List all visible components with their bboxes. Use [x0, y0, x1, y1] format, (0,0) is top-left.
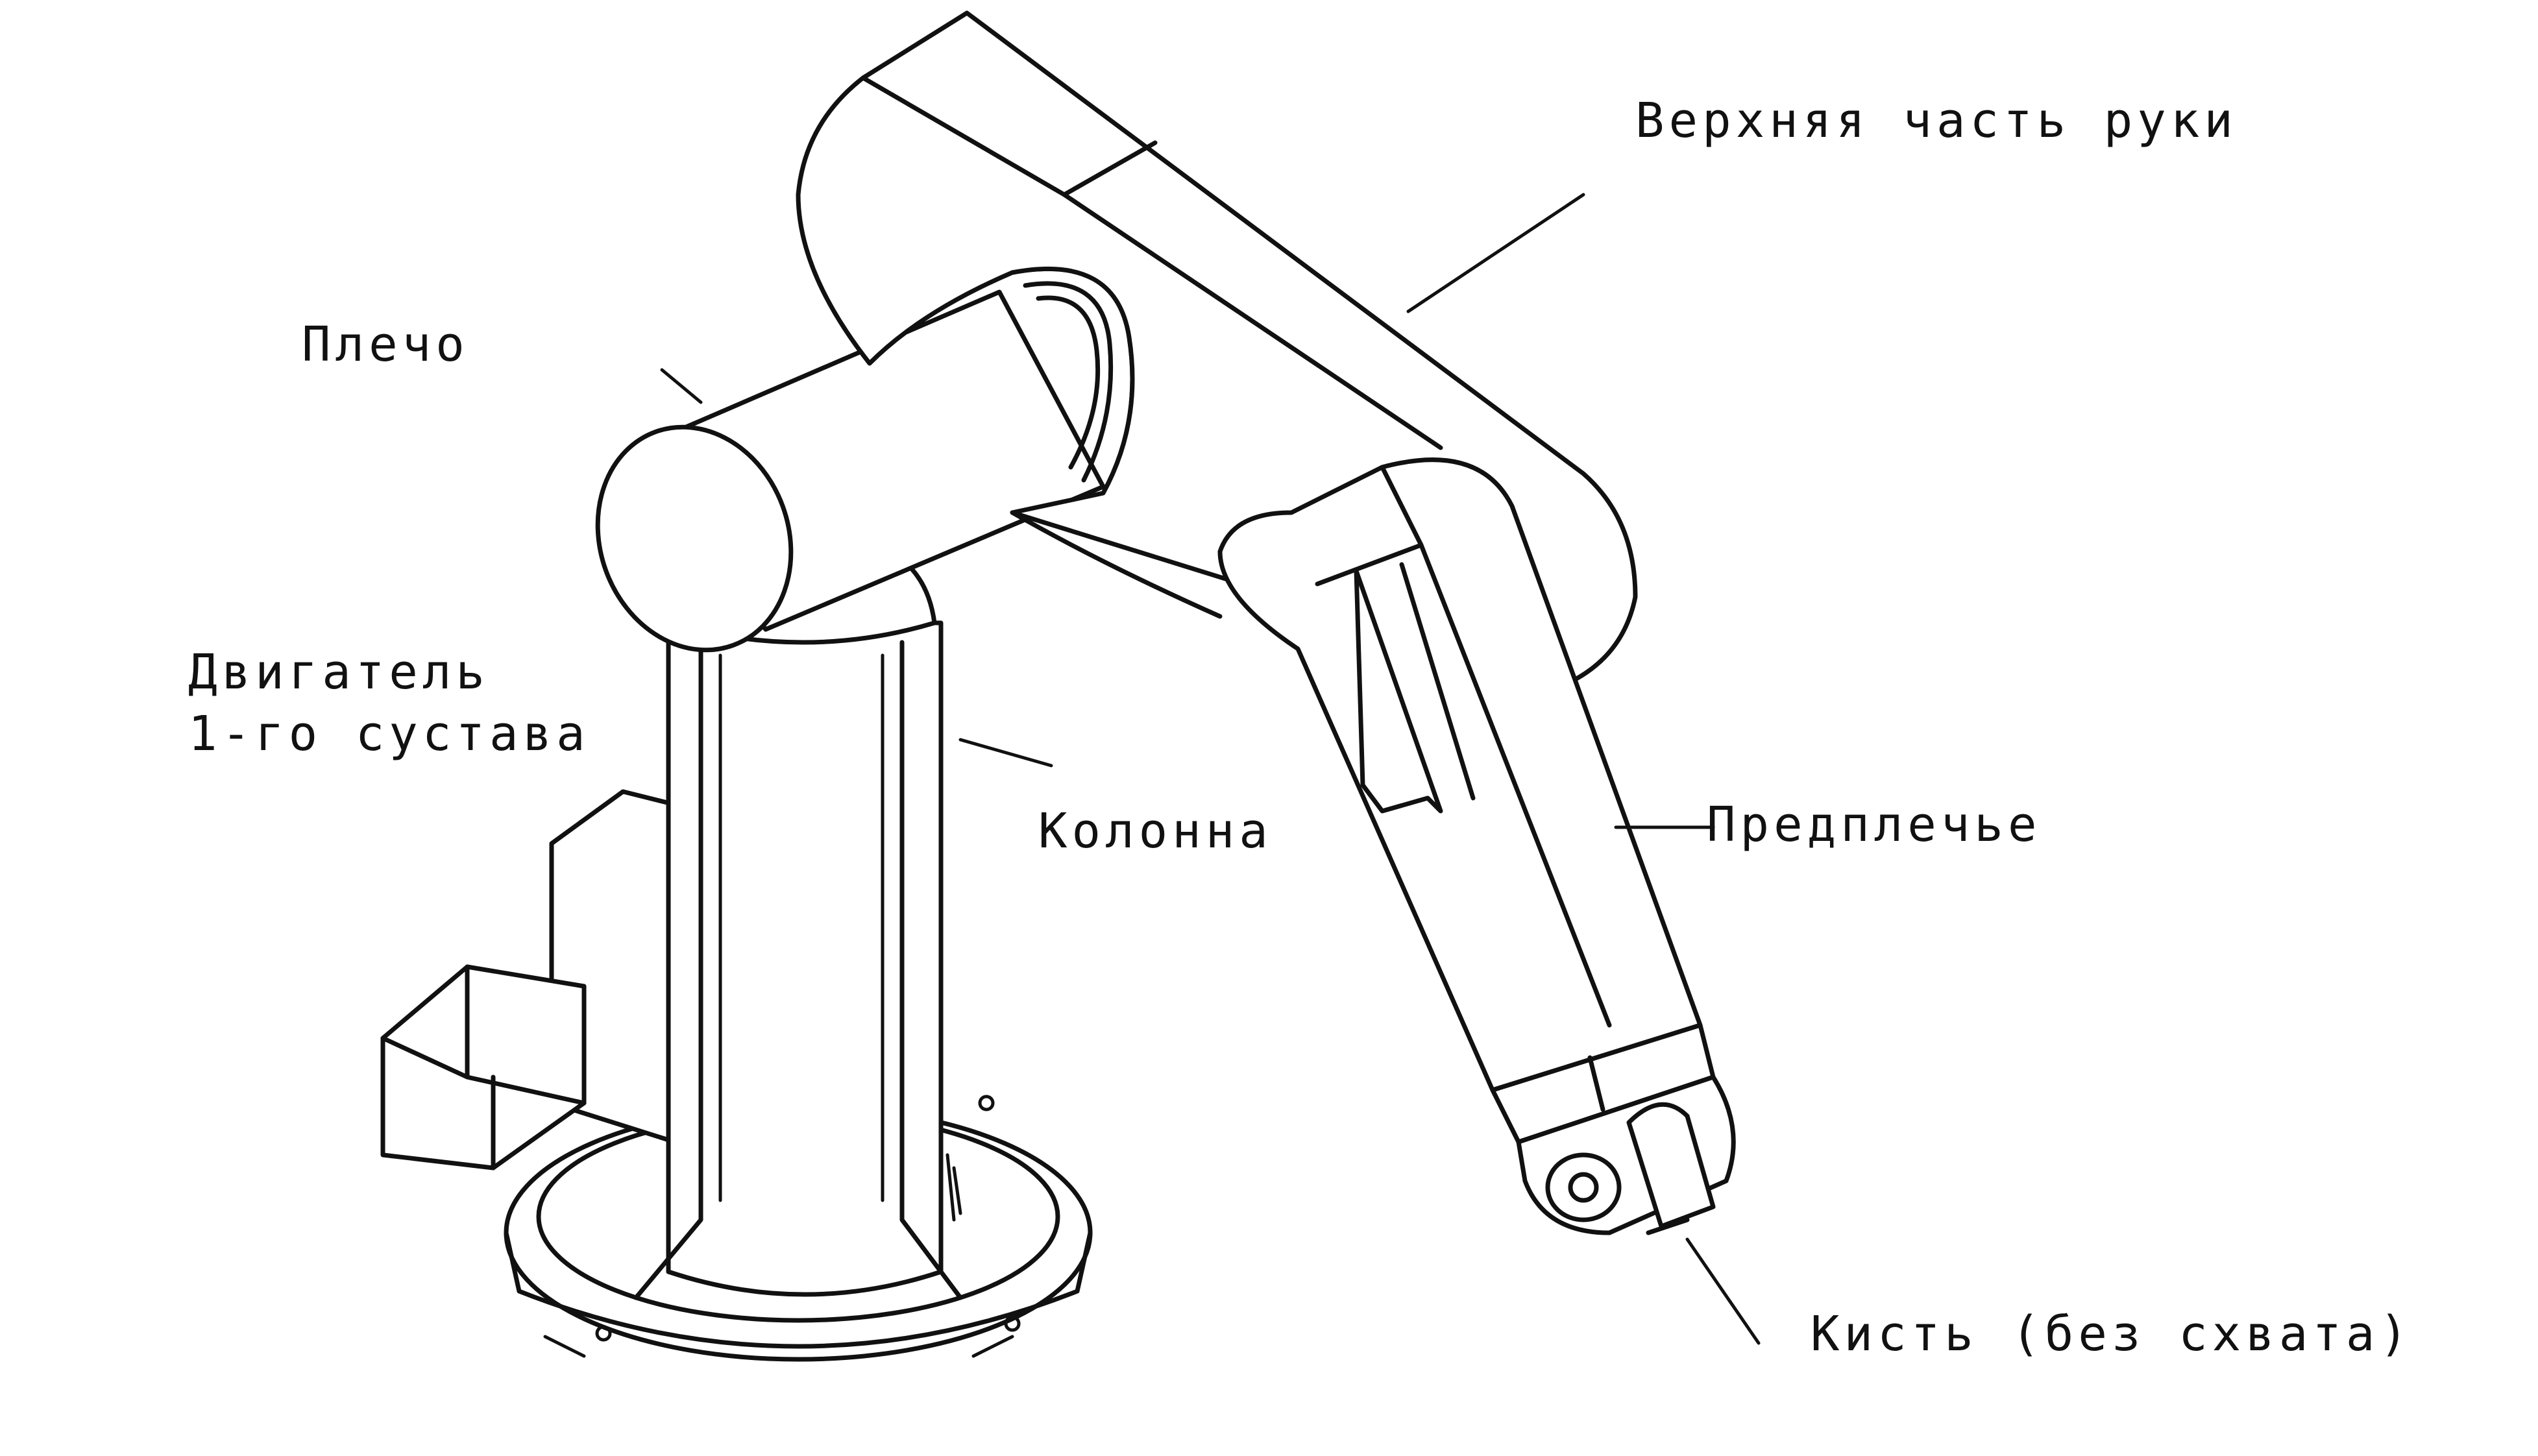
leader-shoulder [660, 368, 703, 404]
column [633, 620, 963, 1300]
leader-upper-arm [1406, 193, 1585, 313]
label-forearm: Предплечье [1707, 797, 2042, 853]
label-joint1-motor-line1: Двигатель [188, 644, 489, 700]
label-joint1-motor-line2: 1-го сустава [188, 706, 590, 762]
joint1-motor [380, 789, 677, 1171]
leader-wrist [1685, 1237, 1761, 1345]
forearm [1217, 457, 1716, 1145]
leader-column [958, 738, 1053, 768]
label-wrist: Кисть (без схвата) [1811, 1306, 2413, 1362]
wrist [1516, 1074, 1736, 1235]
leader-lines [660, 193, 1761, 1345]
label-upper-arm: Верхняя часть руки [1635, 93, 2238, 149]
label-shoulder: Плечо [302, 317, 469, 372]
label-column: Колонна [1038, 803, 1273, 859]
